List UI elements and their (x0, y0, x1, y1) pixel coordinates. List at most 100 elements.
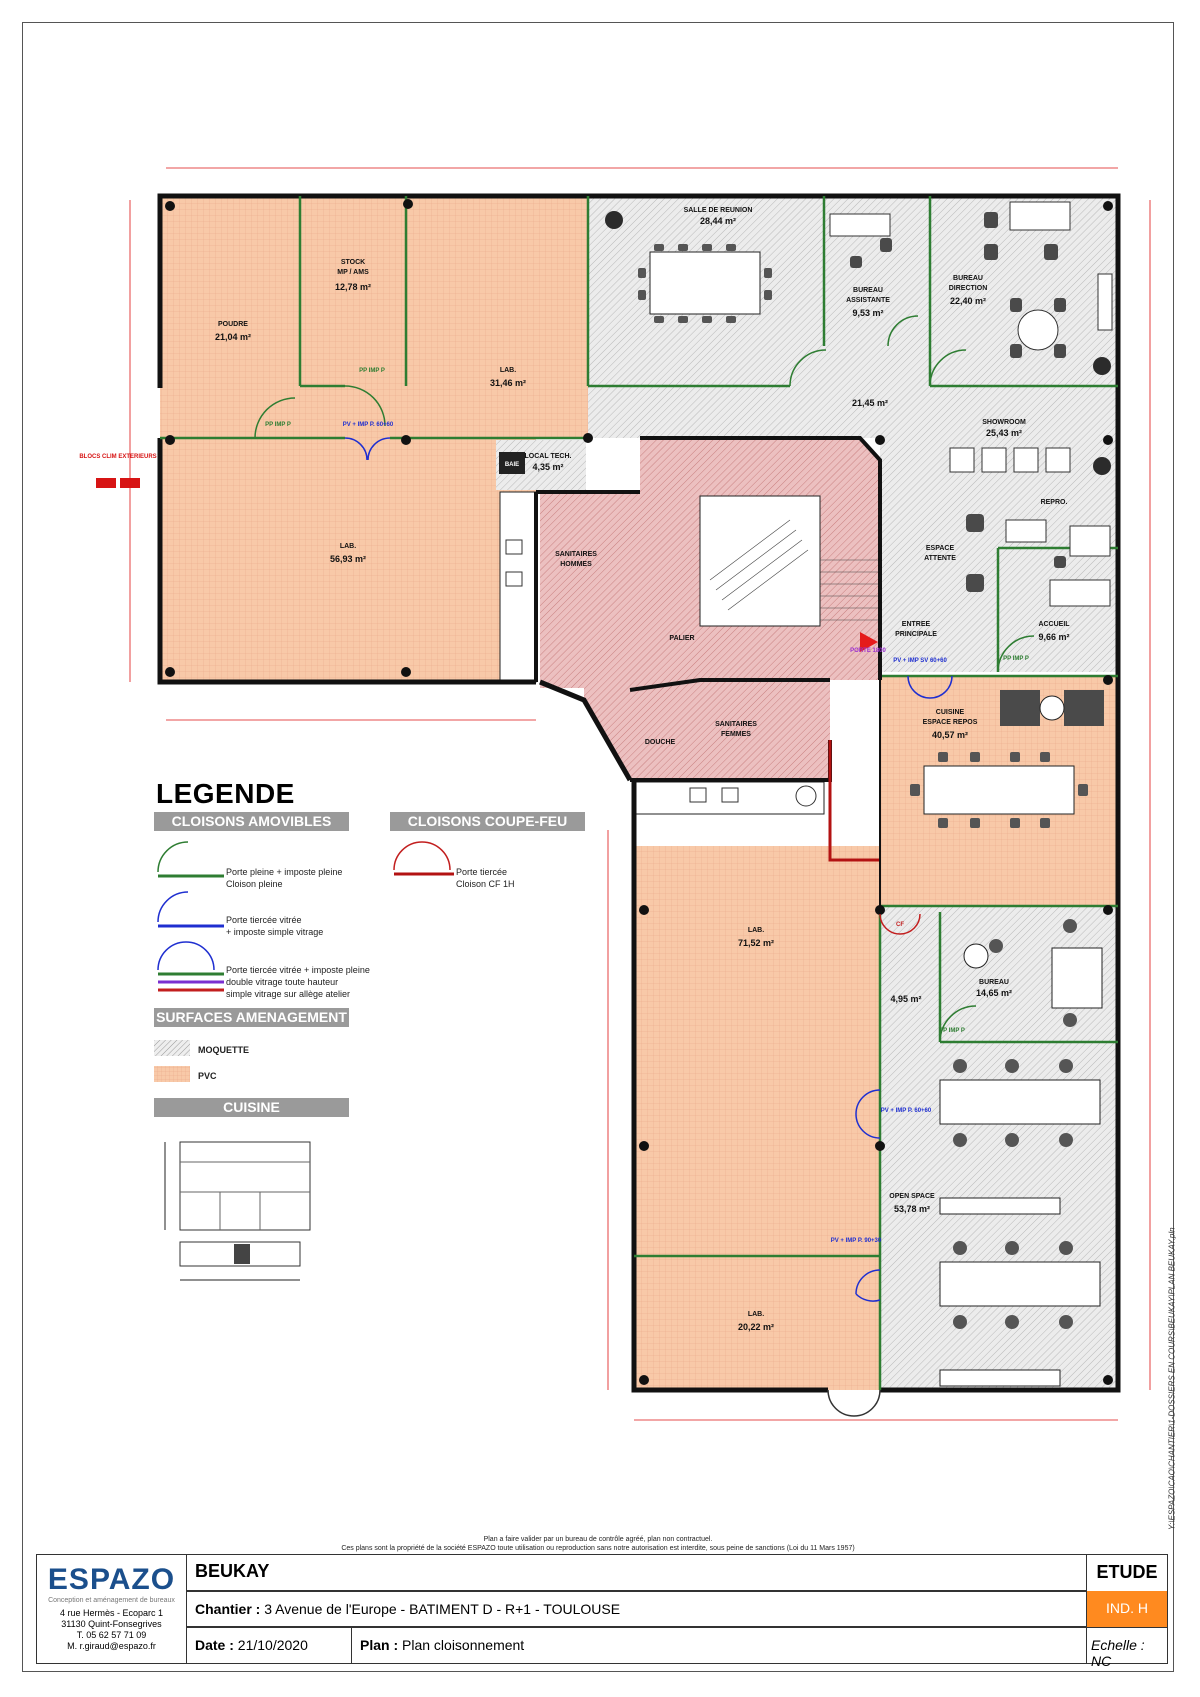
legend-swatches (154, 1040, 190, 1082)
label-san-femmes-sub: FEMMES (721, 731, 751, 738)
stairwell (699, 495, 821, 627)
worktop-lab2 (499, 491, 537, 683)
area-bureau-assistante: 9,53 m² (852, 308, 883, 318)
label-san-femmes: SANITAIRES (715, 721, 757, 728)
label-douche: DOUCHE (645, 739, 676, 746)
label-bureau-direction-sub: DIRECTION (949, 285, 988, 292)
legal-notice: Plan a faire valider par un bureau de co… (22, 1535, 1174, 1553)
legend-cloisons-coupe-feu: CLOISONS COUPE-FEU (390, 812, 585, 831)
area-showroom: 25,43 m² (986, 428, 1022, 438)
plan-label: Plan : (360, 1637, 399, 1653)
tag-cf: CF (896, 922, 904, 928)
legend-item1: Porte pleine + imposte pleine (226, 867, 343, 877)
tag-pp-poudre: PP IMP P (265, 422, 291, 428)
scale-value: NC (1091, 1653, 1112, 1669)
area-stock: 12,78 m² (335, 282, 371, 292)
dimension-lines (129, 167, 1151, 1421)
label-espace-attente-sub: ATTENTE (924, 555, 956, 562)
blocs-clim-label: BLOCS CLIM EXTERIEURS (79, 454, 156, 460)
area-sas: 4,95 m² (890, 994, 921, 1004)
area-lab1: 31,46 m² (490, 378, 526, 388)
legend-item3: Porte tiercée vitrée + imposte pleine (226, 965, 370, 975)
file-path: Y:\ESPAZO\CAO\CHANTIER\1-DOSSIERS EN COU… (1168, 1227, 1177, 1530)
legend-cuisine-drawing (164, 1141, 311, 1281)
label-san-hommes: SANITAIRES (555, 551, 597, 558)
label-cuisine: CUISINE (936, 709, 965, 716)
label-bureau: BUREAU (979, 979, 1009, 986)
room-labels: POUDRE 21,04 m² STOCK MP / AMS 12,78 m² … (215, 207, 1070, 1332)
tag-pp-accueil: PP IMP P (1003, 656, 1029, 662)
waiting-chairs (966, 514, 1066, 602)
tag-pp-bureau: PP IMP P (939, 1028, 965, 1034)
legend-surfaces: SURFACES AMENAGEMENT (154, 1008, 349, 1027)
tag-pv-sv: PV + IMP SV 60+60 (893, 658, 947, 664)
label-espace-attente: ESPACE (926, 545, 955, 552)
area-local-tech: 4,35 m² (532, 462, 563, 472)
area-bureau: 14,65 m² (976, 988, 1012, 998)
chantier-row: Chantier : 3 Avenue de l'Europe - BATIME… (187, 1591, 1087, 1627)
outer-walls (157, 193, 1121, 1393)
legend-cloisons-amovibles: CLOISONS AMOVIBLES (154, 812, 349, 831)
date-row: Date : 21/10/2020 (187, 1627, 352, 1663)
company-address1: 4 rue Hermès - Ecoparc 1 (59, 1608, 164, 1618)
label-lab3: LAB. (748, 927, 764, 934)
legend-symbols (157, 841, 224, 992)
stairs (709, 519, 880, 621)
label-stock-sub: MP / AMS (337, 269, 369, 276)
label-entree-sub: PRINCIPALE (895, 631, 937, 638)
plant-icon (605, 211, 1111, 475)
company-block: ESPAZO Conception et aménagement de bure… (37, 1555, 187, 1663)
area-circulation: 21,45 m² (852, 398, 888, 408)
label-open-space: OPEN SPACE (889, 1193, 935, 1200)
doors (254, 315, 1035, 1417)
title-block: ESPAZO Conception et aménagement de bure… (36, 1554, 1168, 1669)
showroom-displays (949, 447, 1071, 473)
etude-label: ETUDE (1096, 1562, 1158, 1582)
open-space-desks (939, 919, 1103, 1387)
label-palier: PALIER (669, 635, 694, 642)
client-name: BEUKAY (187, 1555, 1087, 1591)
area-salle-reunion: 28,44 m² (700, 216, 736, 226)
fire-wall (828, 740, 880, 862)
room-stock (300, 196, 406, 386)
date-label: Date : (195, 1637, 234, 1653)
notice-line1: Plan a faire valider par un bureau de co… (483, 1536, 713, 1543)
company-address2: 31130 Quint-Fonsegrives (61, 1619, 162, 1629)
area-lab2: 56,93 m² (330, 554, 366, 564)
room-lab4 (634, 1256, 880, 1390)
label-bureau-assistante: BUREAU (853, 287, 883, 294)
label-bureau-direction: BUREAU (953, 275, 983, 282)
tag-pv-lab4: PV + IMP P. 90+30 (831, 1238, 882, 1244)
company-tagline: Conception et aménagement de bureaux (48, 1597, 175, 1604)
label-accueil: ACCUEIL (1038, 621, 1070, 628)
legend: LEGENDE CLOISONS AMOVIBLES CLOISONS COUP… (150, 778, 610, 1338)
room-poudre-lower (160, 386, 300, 438)
entry-arrow-icon (860, 632, 878, 652)
chantier-value: 3 Avenue de l'Europe - BATIMENT D - R+1 … (264, 1601, 621, 1617)
reception-desk (1005, 519, 1111, 607)
legend-item1b: Cloison pleine (226, 879, 283, 889)
label-bureau-assistante-sub: ASSISTANTE (846, 297, 890, 304)
company-email: M. r.giraud@espazo.fr (67, 1641, 156, 1651)
area-accueil: 9,66 m² (1038, 632, 1069, 642)
legend-moquette: MOQUETTE (198, 1045, 249, 1055)
baie-rack (499, 452, 525, 474)
meeting-table (638, 244, 772, 323)
kitchen-tables (910, 690, 1104, 828)
area-poudre: 21,04 m² (215, 332, 251, 342)
room-lab1 (406, 196, 588, 386)
office-desks (829, 201, 1113, 351)
label-lab1: LAB. (500, 367, 516, 374)
area-cuisine: 40,57 m² (932, 730, 968, 740)
area-open-space: 53,78 m² (894, 1204, 930, 1214)
label-cuisine-sub: ESPACE REPOS (923, 719, 978, 726)
room-lab1-lower (300, 386, 588, 438)
tag-pv-lab3: PV + IMP P. 60+60 (881, 1108, 932, 1114)
room-poudre (160, 196, 300, 386)
label-san-hommes-sub: HOMMES (560, 561, 592, 568)
espazo-logo: ESPAZO (47, 1563, 176, 1596)
scale-row: Echelle : NC (1087, 1627, 1167, 1669)
room-lab3 (634, 846, 880, 1256)
legend-cf-symbol (393, 841, 454, 876)
chantier-label: Chantier : (195, 1601, 261, 1617)
